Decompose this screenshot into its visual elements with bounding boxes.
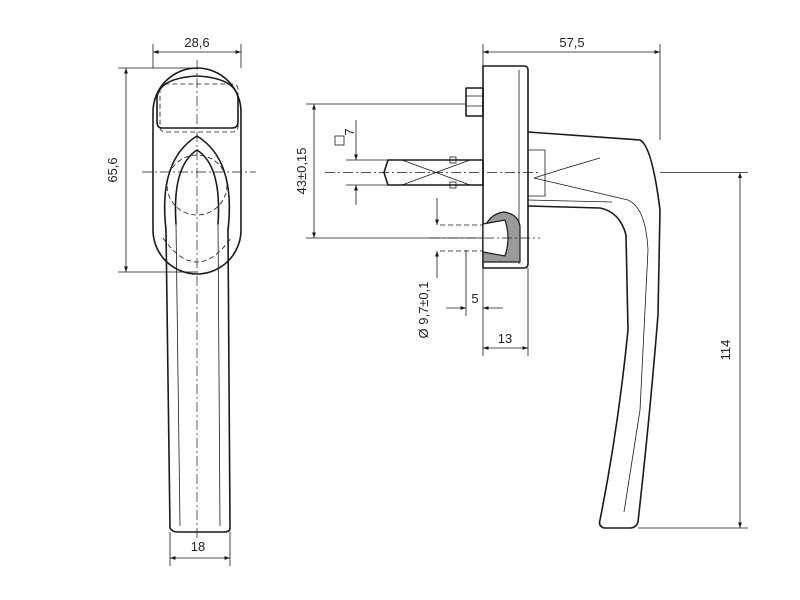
side-spindle [383, 159, 484, 186]
dim-side-depth: 57,5 [559, 35, 584, 50]
front-cover [156, 75, 239, 129]
dim-base-depth: 13 [498, 331, 512, 346]
dim-front-height: 65,6 [105, 157, 120, 182]
dim-front-width: 28,6 [184, 35, 209, 50]
front-boss-circle [166, 154, 228, 216]
front-handle-shaft [165, 229, 231, 533]
side-screw-hole [482, 219, 509, 257]
front-cover-pocket [159, 83, 239, 133]
dim-spindle-square: 7 [342, 128, 357, 135]
side-base-plate [482, 65, 529, 269]
front-view: 28,6 65,6 18 [105, 35, 256, 566]
side-pin [465, 87, 484, 117]
dim-front-grip-width: 18 [191, 539, 205, 554]
square-symbol-icon [334, 135, 345, 146]
dim-screw-diameter: Ø 9,7±0,1 [416, 281, 431, 338]
dim-handle-length: 114 [718, 340, 733, 361]
front-handle-facet-left [175, 223, 181, 527]
front-handle-facet-right [217, 223, 221, 527]
dim-screw-depth: 5 [471, 291, 478, 306]
dim-spindle-distance: 43±0,15 [294, 148, 309, 195]
side-view: 57,5 43±0,15 7 Ø 9,7±0,1 5 13 114 [294, 35, 748, 529]
side-handle [527, 131, 661, 529]
side-handle-inner [533, 177, 649, 513]
